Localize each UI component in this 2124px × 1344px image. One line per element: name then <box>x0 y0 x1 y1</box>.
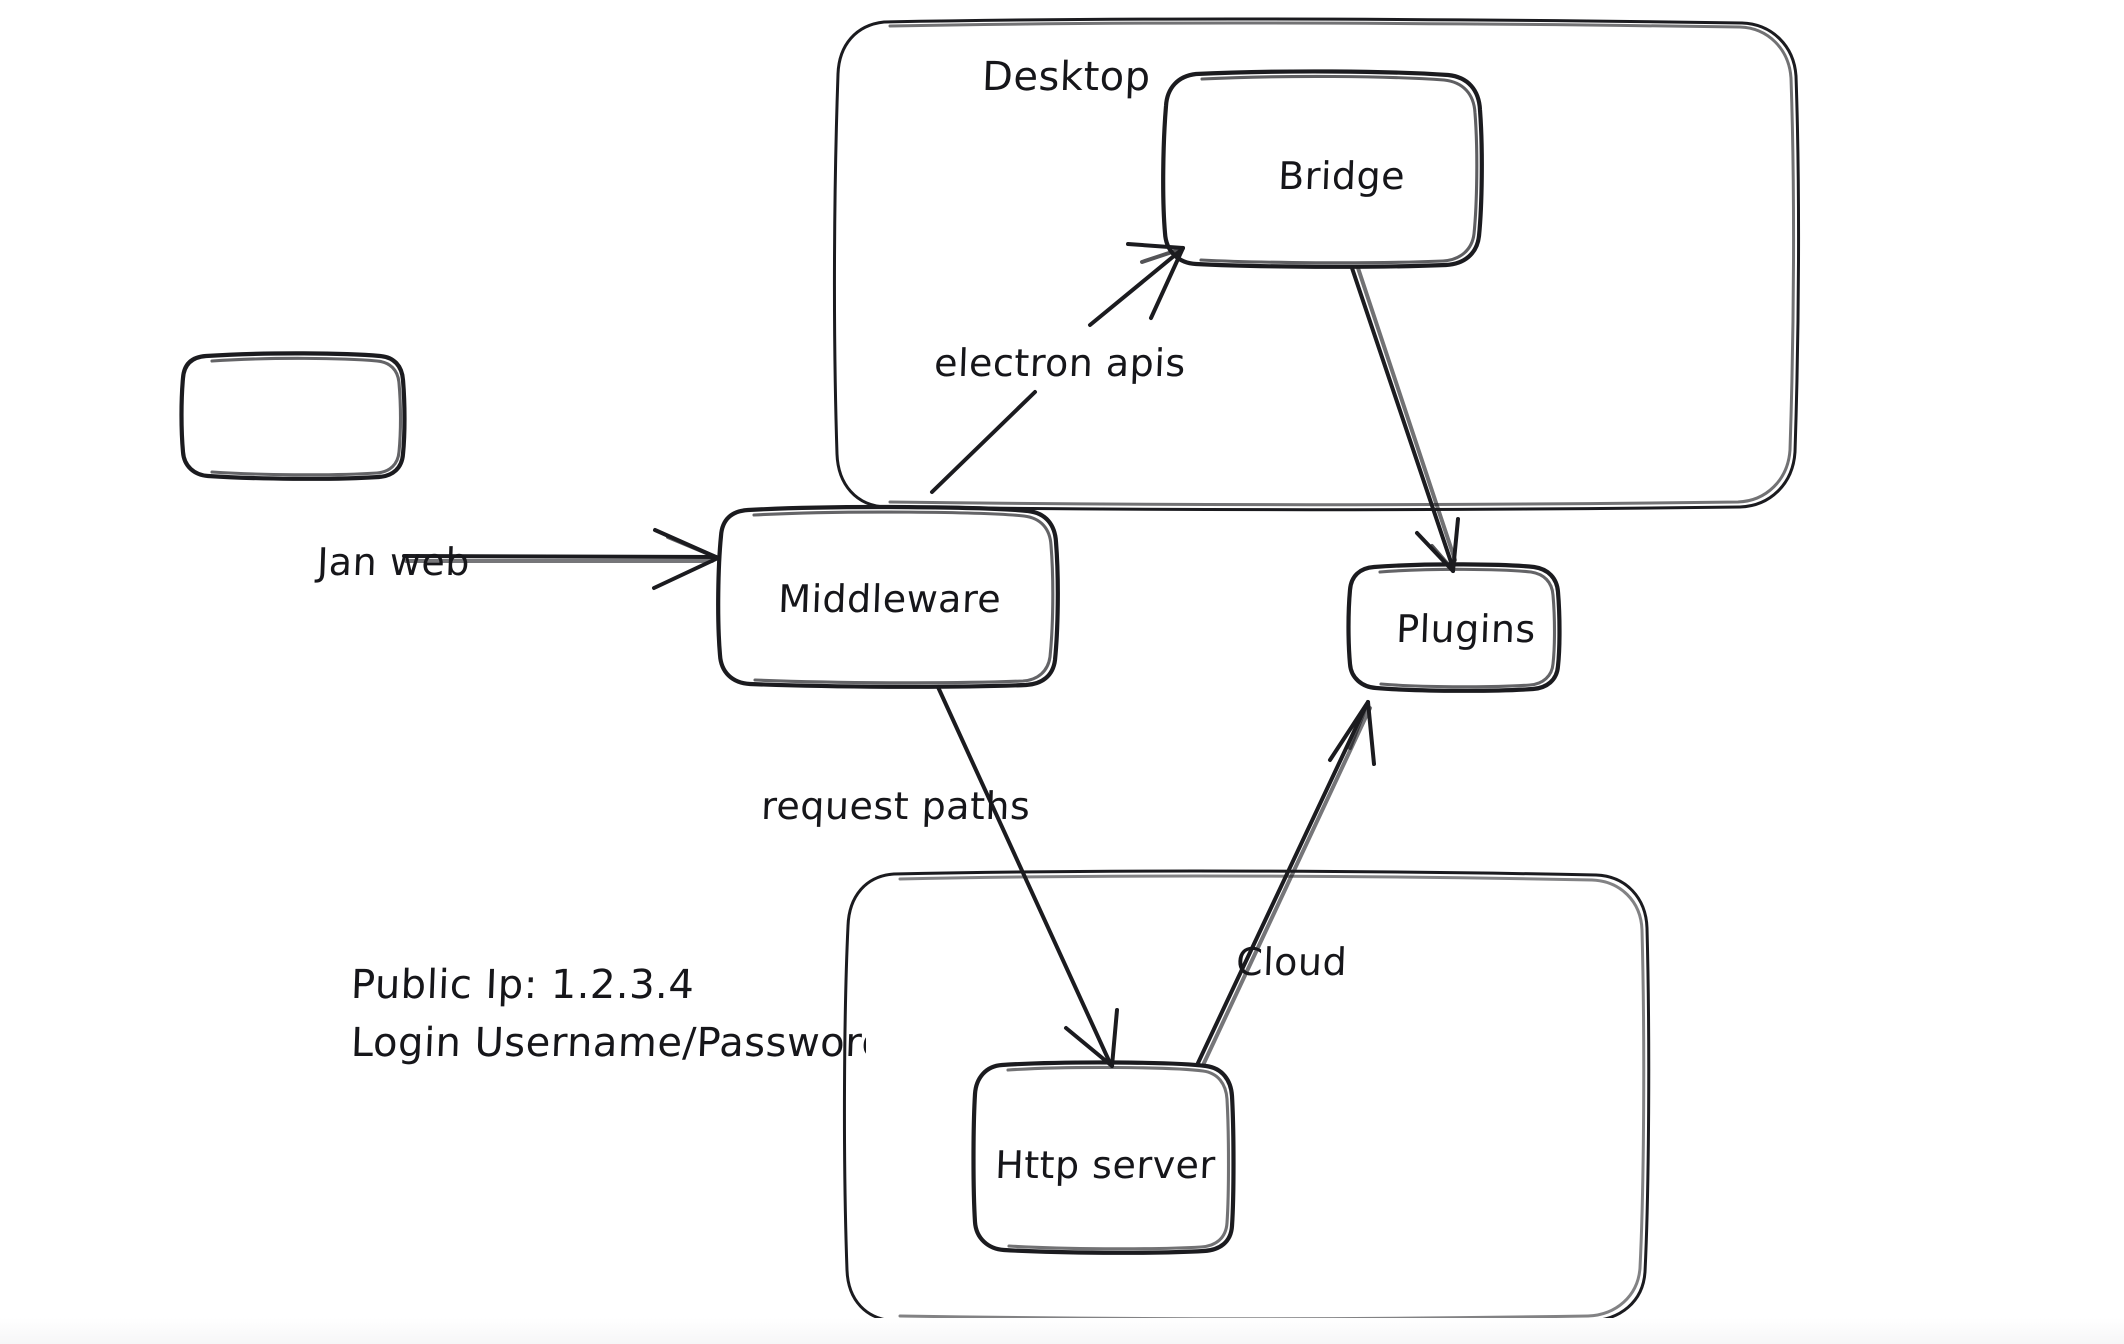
node-bridge[interactable] <box>1161 69 1484 269</box>
node-label-http-server: Http server <box>994 1143 1217 1187</box>
edge-label-electron-apis: electron apis <box>933 341 1187 385</box>
node-plugins[interactable] <box>1346 562 1562 693</box>
edge-label-request-paths: request paths <box>760 784 1032 828</box>
edge-middleware-to-http-server <box>936 685 1119 1068</box>
edge-label-cloud: Cloud <box>1235 940 1348 984</box>
edge-jan-web-to-middleware <box>402 528 720 590</box>
node-middleware[interactable] <box>716 504 1060 689</box>
container-desktop <box>832 17 1801 512</box>
node-http-server[interactable] <box>971 1060 1236 1255</box>
container-label-desktop: Desktop <box>981 54 1152 100</box>
note-login: Login Username/Password <box>352 1020 866 1066</box>
edge-http-server-to-plugins <box>1196 700 1376 1065</box>
note-block: Public Ip: 1.2.3.4 Login Username/Passwo… <box>352 956 866 1088</box>
node-label-middleware: Middleware <box>777 577 1002 621</box>
node-jan-web[interactable] <box>179 351 407 481</box>
edge-bridge-to-plugins <box>1350 266 1460 573</box>
note-public-ip: Public Ip: 1.2.3.4 <box>352 962 696 1008</box>
node-label-plugins: Plugins <box>1395 607 1537 651</box>
edge-middleware-to-bridge <box>930 242 1185 494</box>
node-label-bridge: Bridge <box>1277 154 1406 198</box>
node-label-jan-web: Jan web <box>316 540 471 584</box>
